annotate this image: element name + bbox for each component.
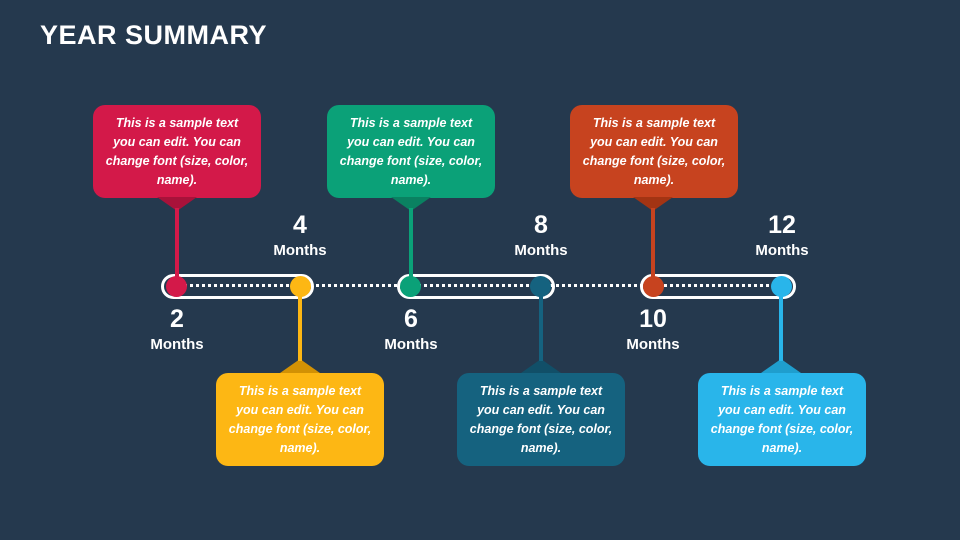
label-12-months-number: 12: [768, 211, 796, 239]
connector-2-months: [175, 208, 179, 286]
label-12-months-unit: Months: [755, 242, 809, 259]
label-6-months-number: 6: [404, 305, 418, 333]
callout-10-months-pointer-icon: [633, 197, 673, 211]
callout-2-months: This is a sample text you can edit. You …: [93, 105, 261, 198]
callout-6-months-text: This is a sample text you can edit. You …: [339, 115, 483, 187]
label-8-months: 8 Months: [496, 212, 586, 259]
callout-8-months-pointer-icon: [521, 359, 561, 373]
connector-4-months: [298, 286, 302, 361]
connector-6-months: [409, 208, 413, 286]
timeline-marker-4-months: [290, 276, 311, 297]
slide-title: YEAR SUMMARY: [40, 20, 268, 50]
callout-2-months-text: This is a sample text you can edit. You …: [105, 115, 249, 187]
label-10-months-number: 10: [639, 305, 667, 333]
timeline-dotted-line: [177, 284, 782, 287]
connector-8-months: [539, 286, 543, 361]
timeline-track-segment-3: [640, 274, 796, 299]
label-6-months: 6 Months: [366, 306, 456, 353]
callout-10-months-text: This is a sample text you can edit. You …: [582, 115, 726, 187]
label-12-months: 12 Months: [737, 212, 827, 259]
label-2-months: 2 Months: [132, 306, 222, 353]
callout-6-months: This is a sample text you can edit. You …: [327, 105, 495, 198]
callout-6-months-pointer-icon: [391, 197, 431, 211]
timeline-marker-12-months: [771, 276, 792, 297]
callout-8-months-text: This is a sample text you can edit. You …: [469, 383, 613, 455]
label-4-months: 4 Months: [255, 212, 345, 259]
connector-10-months: [651, 208, 655, 286]
callout-10-months: This is a sample text you can edit. You …: [570, 105, 738, 198]
label-4-months-unit: Months: [273, 242, 327, 259]
timeline-track-segment-1: [161, 274, 314, 299]
callout-8-months: This is a sample text you can edit. You …: [457, 373, 625, 466]
label-10-months: 10 Months: [608, 306, 698, 353]
callout-4-months-pointer-icon: [280, 359, 320, 373]
callout-12-months: This is a sample text you can edit. You …: [698, 373, 866, 466]
label-6-months-unit: Months: [384, 336, 438, 353]
timeline-track-segment-2: [397, 274, 555, 299]
callout-4-months: This is a sample text you can edit. You …: [216, 373, 384, 466]
label-2-months-unit: Months: [150, 336, 204, 353]
connector-12-months: [779, 286, 783, 361]
timeline-marker-10-months: [643, 276, 664, 297]
label-4-months-number: 4: [293, 211, 307, 239]
timeline-marker-6-months: [400, 276, 421, 297]
callout-2-months-pointer-icon: [157, 197, 197, 211]
label-8-months-number: 8: [534, 211, 548, 239]
timeline-marker-8-months: [530, 276, 551, 297]
callout-4-months-text: This is a sample text you can edit. You …: [228, 383, 372, 455]
timeline-marker-2-months: [166, 276, 187, 297]
label-10-months-unit: Months: [626, 336, 680, 353]
label-8-months-unit: Months: [514, 242, 568, 259]
callout-12-months-text: This is a sample text you can edit. You …: [710, 383, 854, 455]
callout-12-months-pointer-icon: [761, 359, 801, 373]
label-2-months-number: 2: [170, 305, 184, 333]
